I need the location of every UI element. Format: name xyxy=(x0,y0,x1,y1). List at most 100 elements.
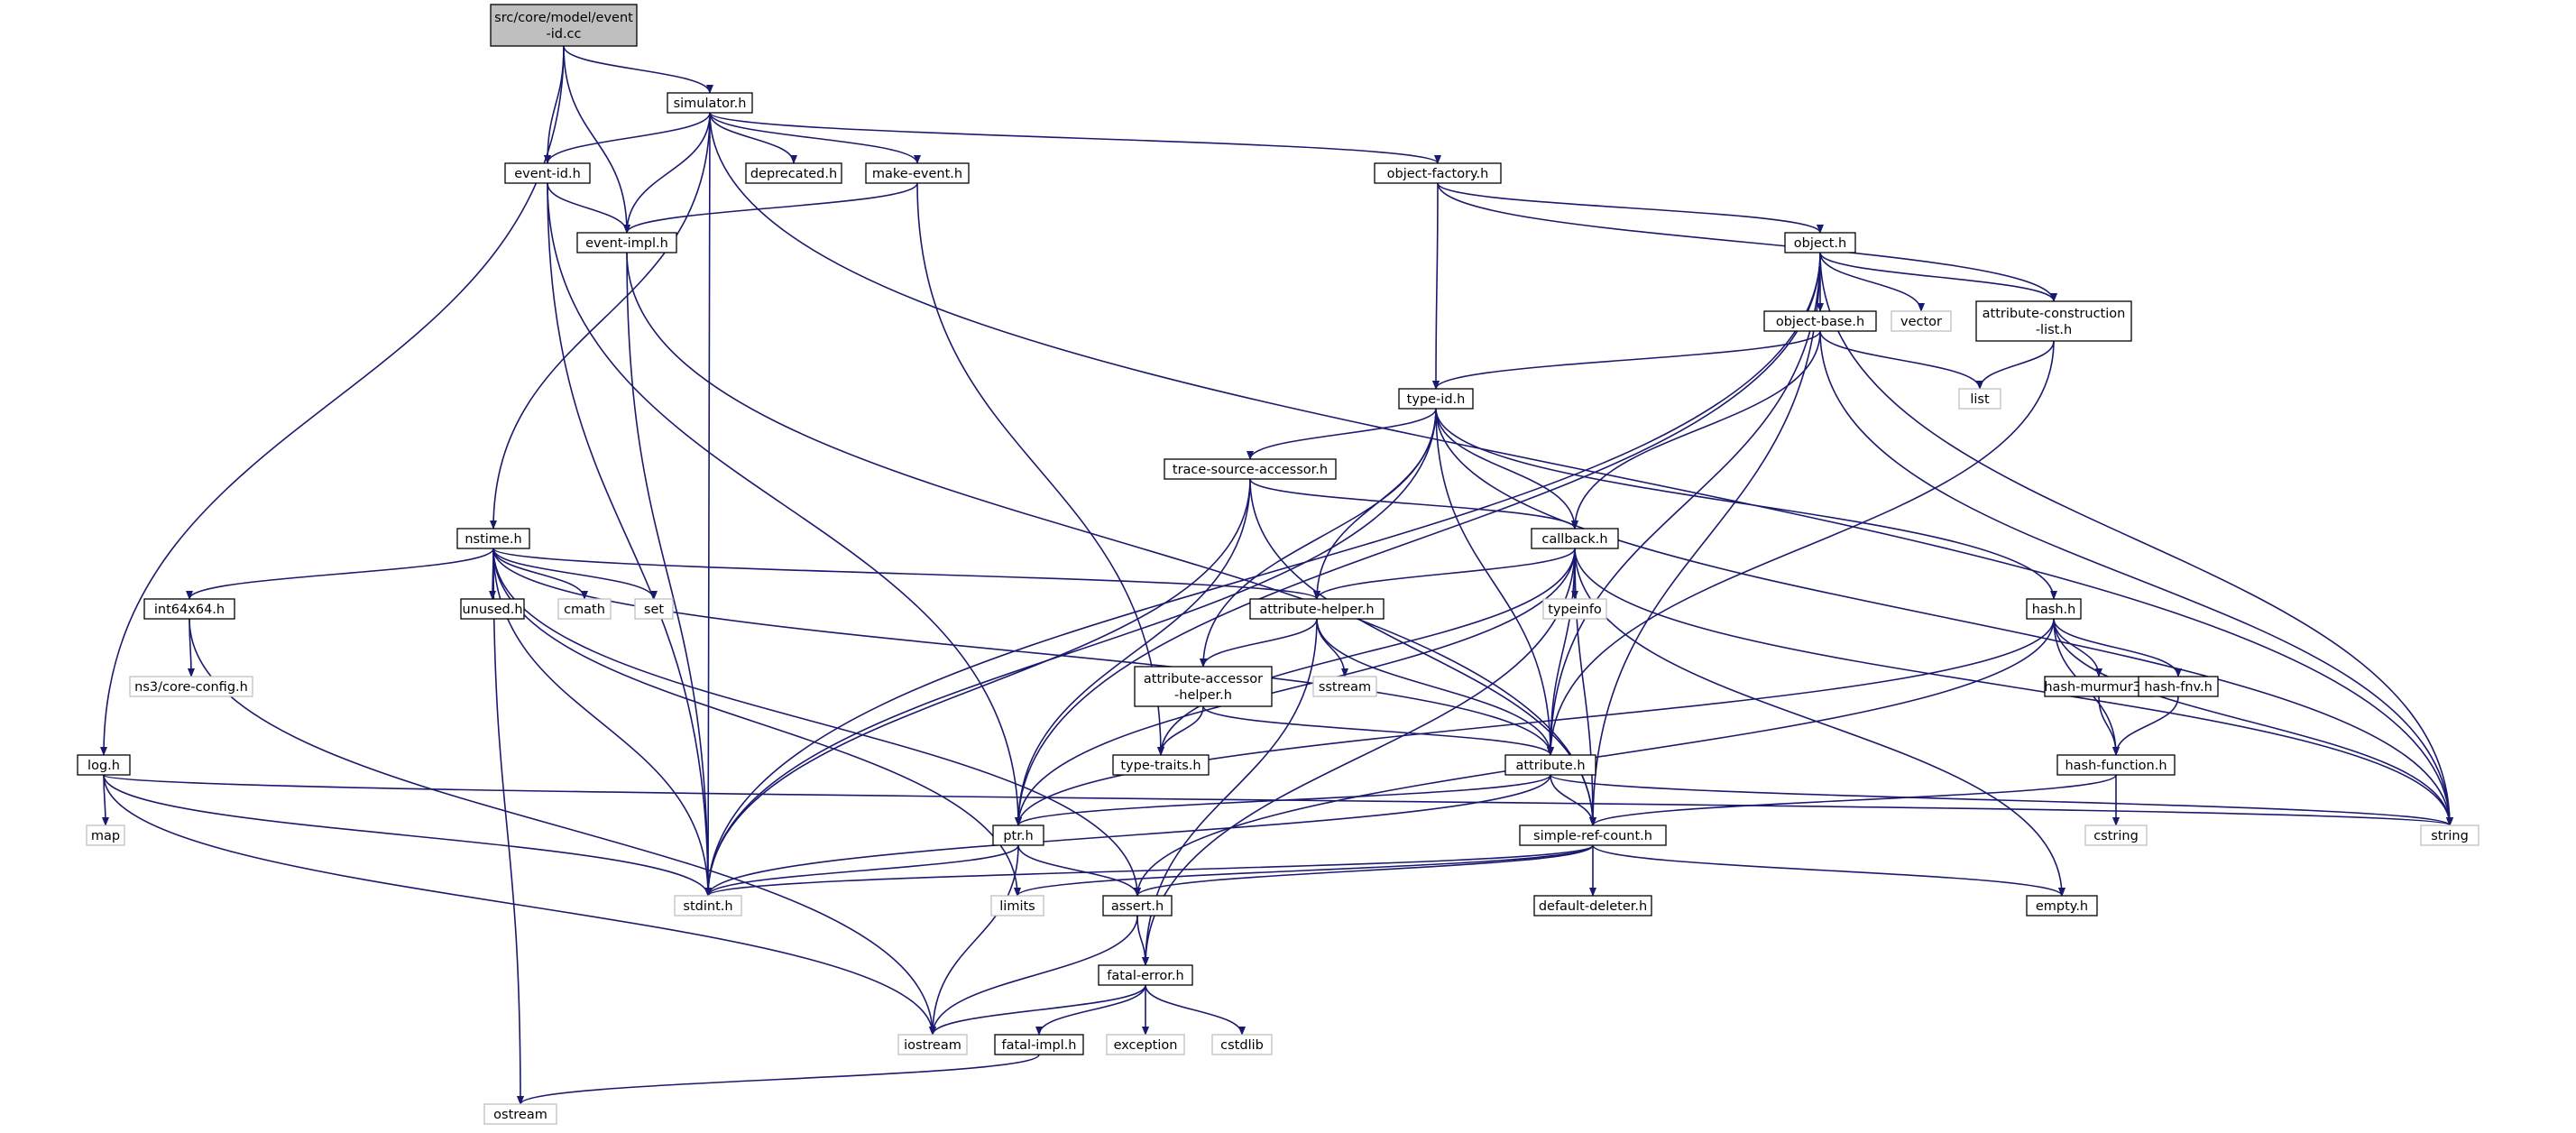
node-hash[interactable]: hash.h xyxy=(2026,598,2082,620)
node-label-fatalimpl: fatal-impl.h xyxy=(1001,1038,1076,1053)
node-box-unused xyxy=(460,598,525,620)
edge-assert-to-iostream xyxy=(929,915,1138,1036)
edge-nstime-to-attrhelper xyxy=(492,548,1320,600)
edge-eventimpl-to-simplerc xyxy=(626,252,1596,826)
node-label-callback: callback.h xyxy=(1541,532,1607,547)
node-hashfunc[interactable]: hash-function.h xyxy=(2056,754,2176,776)
edge-callback-to-string xyxy=(1574,548,2453,826)
node-label-stdint: stdint.h xyxy=(683,899,732,914)
node-fnv[interactable]: hash-fnv.h xyxy=(2138,676,2219,697)
node-object[interactable]: object.h xyxy=(1784,232,1856,253)
node-fatalerror[interactable]: fatal-error.h xyxy=(1098,964,1193,986)
node-deprecated[interactable]: deprecated.h xyxy=(745,162,842,184)
node-tracesrc[interactable]: trace-source-accessor.h xyxy=(1164,458,1337,480)
node-box-attrconst xyxy=(1975,300,2132,342)
node-box-limits xyxy=(990,895,1044,917)
edge-attrhelper-to-sstream xyxy=(1316,618,1348,677)
edge-hash-to-fnv xyxy=(2053,618,2182,677)
edge-simulator-to-makeevent xyxy=(709,112,921,164)
node-eventimpl[interactable]: event-impl.h xyxy=(576,232,677,253)
edge-tracesrc-to-stdint xyxy=(704,478,1251,897)
node-attribute[interactable]: attribute.h xyxy=(1504,754,1596,776)
edge-object-to-attrconst xyxy=(1819,252,2057,302)
node-map: map xyxy=(86,824,125,846)
edge-log-to-string xyxy=(103,774,2453,826)
node-string: string xyxy=(2420,824,2479,846)
node-callback[interactable]: callback.h xyxy=(1531,528,1619,549)
node-ostream: ostream xyxy=(483,1103,557,1125)
edge-typeid-to-attribute xyxy=(1435,408,1554,756)
node-box-typetraits xyxy=(1112,754,1210,776)
edge-object-to-attribute xyxy=(1547,252,1821,756)
node-cstring: cstring xyxy=(2084,824,2148,846)
node-defdeleter[interactable]: default-deleter.h xyxy=(1533,895,1652,917)
edge-attrhelper-to-attribute xyxy=(1316,618,1554,756)
edge-typeid-to-attraccessor xyxy=(1200,408,1437,668)
node-empty[interactable]: empty.h xyxy=(2026,895,2098,917)
node-attrconst[interactable]: attribute-construction-list.h xyxy=(1975,300,2132,342)
node-box-exception xyxy=(1106,1034,1185,1055)
edge-callback-to-fatalerror xyxy=(1142,548,1576,966)
node-label-ostream: ostream xyxy=(493,1108,547,1122)
node-label-hash: hash.h xyxy=(2032,603,2076,617)
node-fatalimpl[interactable]: fatal-impl.h xyxy=(994,1034,1084,1055)
node-label-attraccessor: -helper.h xyxy=(1174,688,1232,703)
node-root[interactable]: src/core/model/event-id.cc xyxy=(490,4,638,47)
node-box-cstdlib xyxy=(1211,1034,1273,1055)
edge-objectbase-to-callback xyxy=(1571,330,1821,530)
node-box-log xyxy=(77,754,131,776)
node-nstime[interactable]: nstime.h xyxy=(456,528,530,549)
edge-root-to-eventimpl xyxy=(563,45,630,234)
node-label-object: object.h xyxy=(1794,236,1846,251)
edge-objfactory-to-attrconst xyxy=(1437,182,2057,302)
node-label-unused: unused.h xyxy=(462,603,522,617)
node-assert[interactable]: assert.h xyxy=(1102,895,1173,917)
node-label-cmath: cmath xyxy=(564,603,605,617)
node-typeid[interactable]: type-id.h xyxy=(1398,388,1474,410)
edge-fatalimpl-to-ostream xyxy=(517,1054,1040,1105)
node-objfactory[interactable]: object-factory.h xyxy=(1374,162,1502,184)
edge-nstime-to-cmath xyxy=(492,548,588,600)
node-murmur[interactable]: hash-murmur3.h xyxy=(2044,676,2154,697)
node-box-fatalimpl xyxy=(994,1034,1084,1055)
edge-typeid-to-hash xyxy=(1435,408,2057,600)
node-box-hash xyxy=(2026,598,2082,620)
node-box-stdint xyxy=(674,895,742,917)
node-makeevent[interactable]: make-event.h xyxy=(865,162,970,184)
node-attrhelper[interactable]: attribute-helper.h xyxy=(1249,598,1385,620)
node-label-sstream: sstream xyxy=(1319,680,1371,695)
node-box-fatalerror xyxy=(1098,964,1193,986)
node-log[interactable]: log.h xyxy=(77,754,131,776)
node-label-attribute: attribute.h xyxy=(1515,759,1585,773)
node-box-map xyxy=(86,824,125,846)
edge-attribute-to-string xyxy=(1550,774,2453,826)
edge-nstime-to-set xyxy=(492,548,658,600)
node-label-murmur: hash-murmur3.h xyxy=(2044,680,2153,695)
node-unused[interactable]: unused.h xyxy=(460,598,525,620)
node-typeinfo: typeinfo xyxy=(1542,598,1607,620)
node-ptr[interactable]: ptr.h xyxy=(992,824,1044,846)
node-eventid[interactable]: event-id.h xyxy=(504,162,591,184)
node-label-assert: assert.h xyxy=(1111,899,1164,914)
node-label-coreconfig: ns3/core-config.h xyxy=(134,680,248,695)
edge-objfactory-to-object xyxy=(1437,182,1824,234)
node-box-root xyxy=(490,4,638,47)
node-label-set: set xyxy=(644,603,664,617)
node-label-eventimpl: event-impl.h xyxy=(585,236,668,251)
node-box-deprecated xyxy=(745,162,842,184)
edge-eventid-to-ptr xyxy=(547,182,1022,826)
node-int64x64[interactable]: int64x64.h xyxy=(143,598,235,620)
node-vector: vector xyxy=(1891,310,1952,332)
node-objectbase[interactable]: object-base.h xyxy=(1763,310,1877,332)
node-simplerc[interactable]: simple-ref-count.h xyxy=(1519,824,1667,846)
edge-typeid-to-callback xyxy=(1435,408,1578,530)
node-typetraits[interactable]: type-traits.h xyxy=(1112,754,1210,776)
node-box-assert xyxy=(1102,895,1173,917)
edge-fatalerror-to-iostream xyxy=(929,984,1146,1036)
edge-typeid-to-string xyxy=(1435,408,2453,826)
node-simulator[interactable]: simulator.h xyxy=(667,92,753,114)
node-attraccessor[interactable]: attribute-accessor-helper.h xyxy=(1134,666,1273,707)
edge-hash-to-ptr xyxy=(1015,618,2055,826)
node-box-attraccessor xyxy=(1134,666,1273,707)
